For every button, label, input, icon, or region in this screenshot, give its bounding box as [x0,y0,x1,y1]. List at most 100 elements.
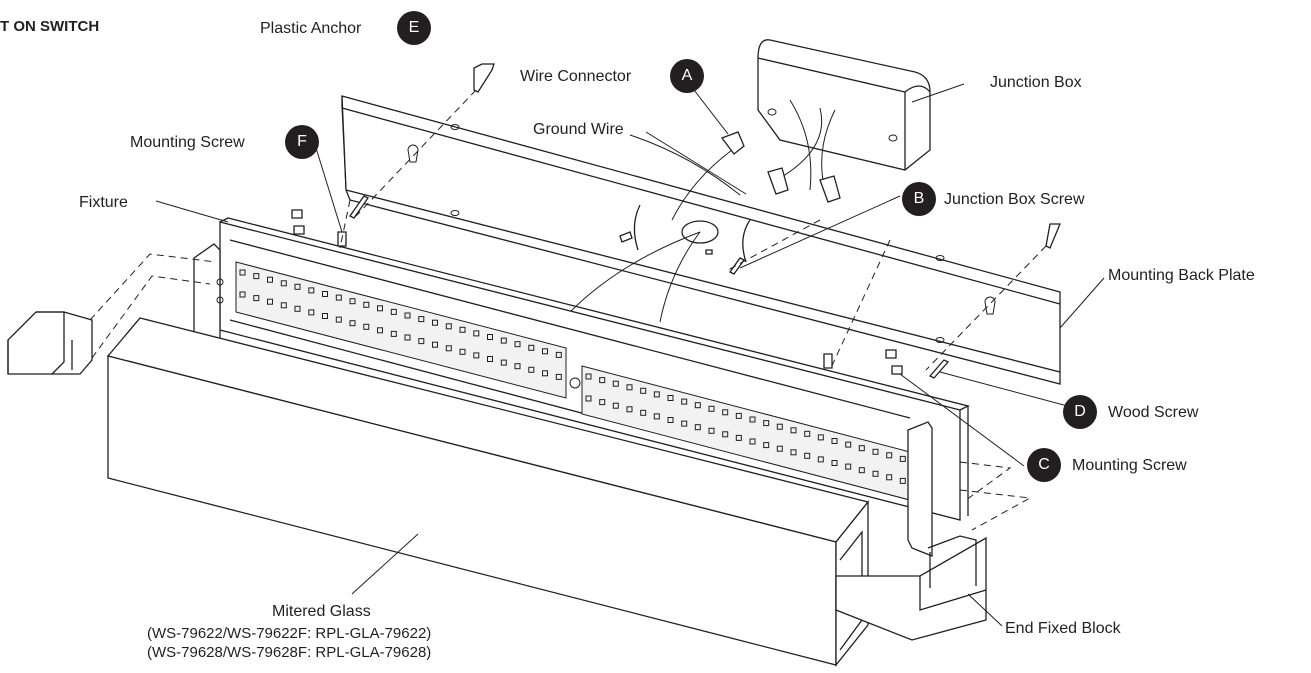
led-chip [363,301,370,308]
led-chip [500,359,507,366]
led-chip [722,409,729,416]
led-chip [817,456,824,463]
assembly-guide-lines [89,89,1047,531]
led-chip [749,438,756,445]
junction-box-drawing [757,39,931,191]
led-chip [267,276,273,283]
wires-drawing [569,134,741,323]
led-chip [542,348,548,355]
fixture-label: Fixture [79,194,128,211]
led-chip [418,338,425,345]
led-chip [487,334,493,340]
wire-connectors-drawing [720,131,841,203]
led-chip [280,302,287,309]
wire-connector-label: Wire Connector [520,68,632,85]
led-chip [542,370,548,377]
led-chip [804,430,811,437]
led-chip [445,323,452,330]
led-chip [804,452,811,459]
mounting-back-plate-drawing [341,95,1061,385]
led-chip [708,405,715,412]
led-chip [790,449,797,456]
led-chip [390,330,397,337]
led-chip [763,420,770,427]
end-fixed-block-right-drawing [835,535,987,641]
led-chip [845,441,852,448]
led-chip [640,387,647,394]
led-chip [735,434,742,441]
callout-badge-a: A [670,59,704,93]
led-chip [473,330,480,337]
led-chip [432,319,438,326]
led-chip [599,399,606,406]
led-chip [459,348,466,355]
led-chip [432,341,438,348]
led-chip [377,327,383,334]
led-chip [280,280,287,287]
led-chip [694,424,701,431]
led-chip [886,474,893,481]
led-chip [349,320,356,327]
led-chip [694,402,701,409]
led-chip [817,434,824,441]
led-chip [555,351,562,358]
led-chip [749,416,756,423]
led-chip [886,452,893,459]
led-chip [612,402,619,409]
led-chip [858,445,865,452]
led-chip [253,273,260,280]
glass-model-line-2: (WS-79628/WS-79628F: RPL-GLA-79628) [147,644,432,661]
led-chip [239,291,246,298]
led-chip [776,423,783,430]
led-chip [640,409,647,416]
led-chip [335,316,342,323]
led-chip [294,283,301,290]
led-chip [612,380,619,387]
led-chip [899,477,906,484]
led-chip [872,448,879,455]
led-chip [831,460,838,466]
led-chip [667,417,674,423]
led-chip [253,295,260,302]
led-chip [363,323,370,330]
wood-screw-label: Wood Screw [1108,404,1199,421]
mitered-glass-drawing [106,317,870,667]
led-chip [653,413,660,420]
led-chip [308,287,315,294]
led-chip [294,305,301,312]
led-chip [404,334,411,341]
led-chip [445,345,452,352]
led-chip [473,352,480,359]
led-chip [735,412,742,419]
led-chip [681,398,688,405]
callout-badge-d: D [1063,395,1097,429]
callout-badge-c: C [1027,448,1061,482]
led-chip [722,431,729,438]
led-chip [599,377,606,384]
led-chip [404,312,411,319]
led-chip [585,395,592,402]
led-chip [322,291,328,297]
glass-model-line-1: (WS-79622/WS-79622F: RPL-GLA-79622) [147,625,432,642]
led-chip [626,406,633,413]
led-chip [585,373,592,380]
led-chip [681,420,688,427]
led-chip [390,308,397,315]
led-chip [377,305,383,312]
led-chip [872,470,879,477]
led-chip [267,298,273,305]
led-chip [528,344,535,351]
end-fixed-block-left-drawing [7,311,93,375]
led-chip [831,438,838,444]
junction-box-screw-label: Junction Box Screw [944,191,1085,208]
led-chip [418,316,425,323]
led-chip [514,341,521,348]
end-fixed-block-label: End Fixed Block [1005,620,1121,637]
led-chip [239,269,246,276]
led-chip [322,313,328,319]
led-chip [335,294,342,301]
led-chip [308,309,315,316]
junction-box-label: Junction Box [990,74,1082,91]
ground-wire-label: Ground Wire [533,121,624,138]
led-chip [667,395,674,401]
